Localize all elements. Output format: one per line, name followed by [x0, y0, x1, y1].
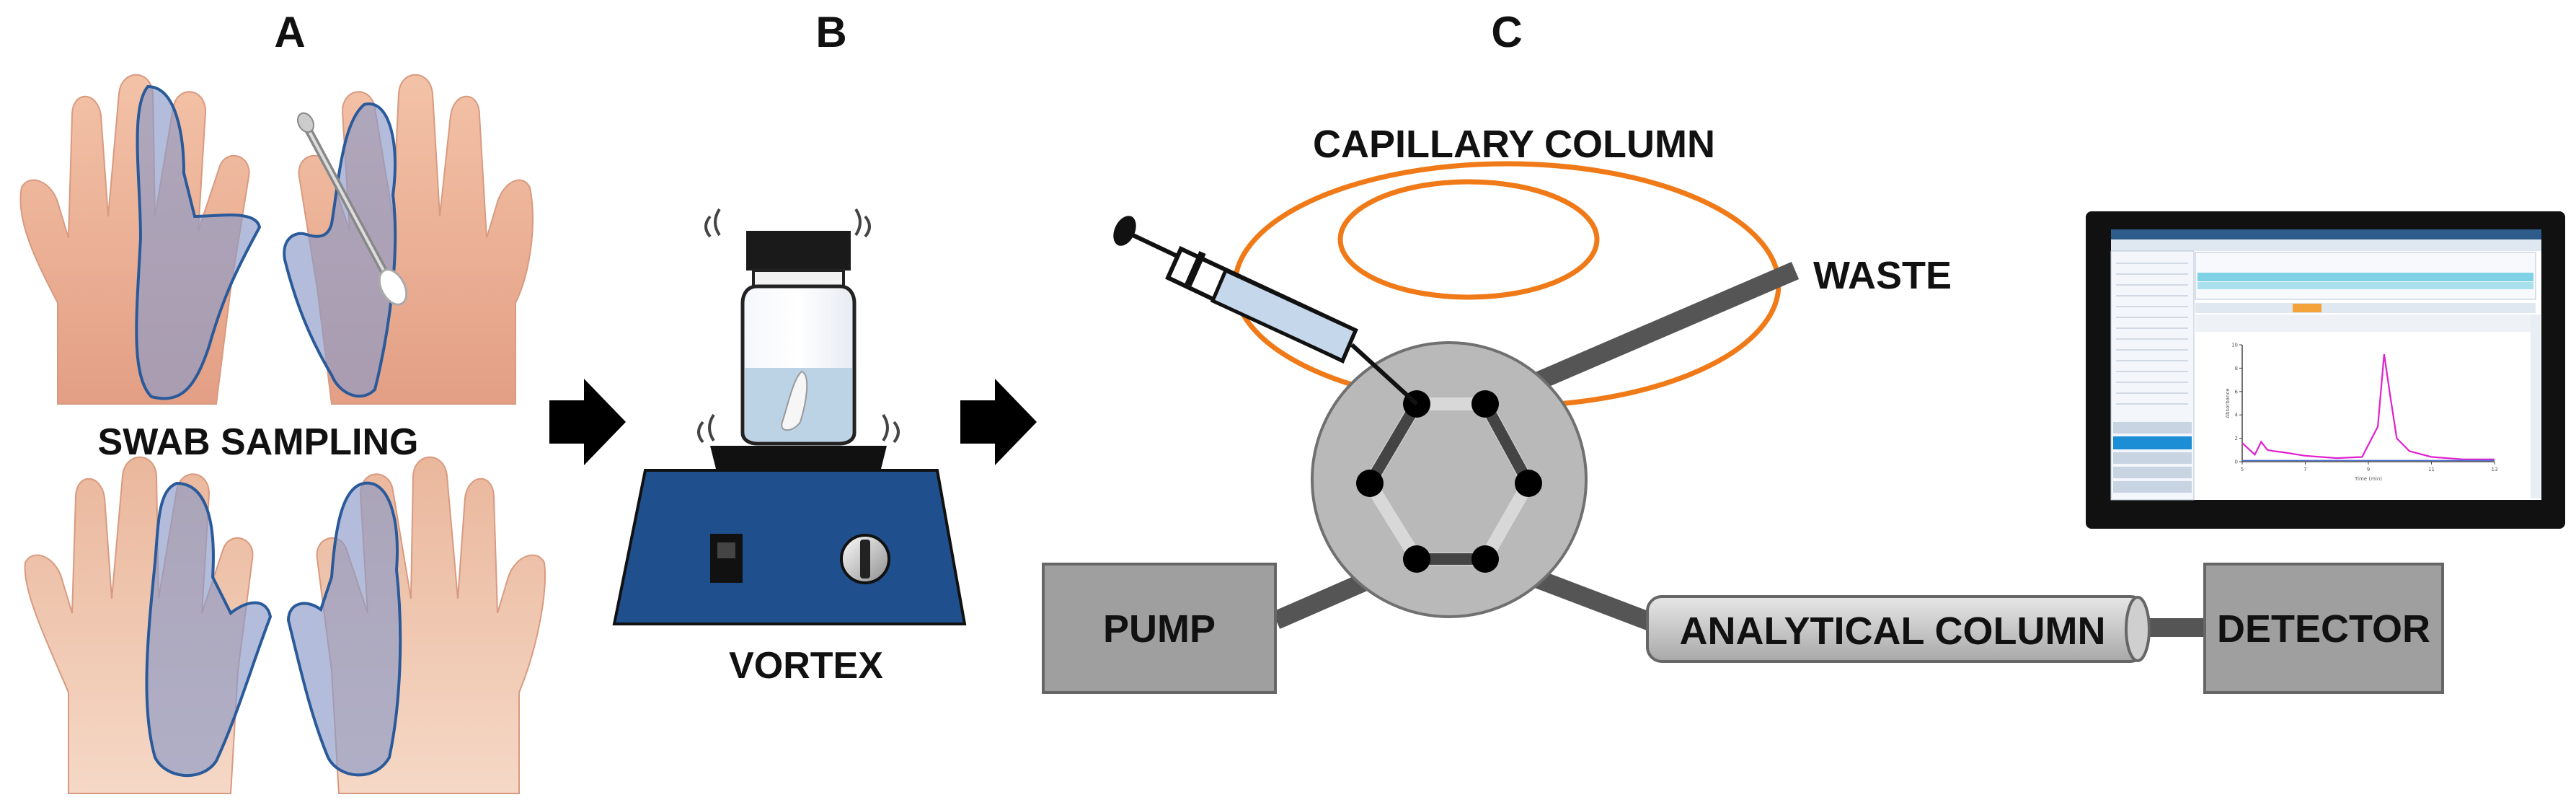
chart-y-tick-label: 6	[2235, 389, 2239, 395]
vibration-mark	[854, 208, 871, 238]
vortex-mixer	[612, 208, 967, 625]
pump-label: PUMP	[1103, 607, 1216, 651]
syringe	[1113, 216, 1419, 406]
valve-port	[1356, 470, 1384, 497]
vibration-mark	[882, 413, 900, 444]
chart-y-axis-label: Absorbance	[2225, 388, 2231, 418]
vortex-platform	[710, 446, 887, 469]
vortex-base	[612, 469, 967, 625]
panel-letter-a: A	[274, 8, 305, 56]
pump-box	[1042, 563, 1277, 694]
swab-area-bottom-right	[286, 481, 402, 777]
hand-bottom-left	[24, 456, 273, 794]
hand-top-right	[283, 74, 534, 405]
chart-x-tick-label: 11	[2428, 467, 2435, 472]
valve-port	[1403, 545, 1430, 573]
capillary-column-label: CAPILLARY COLUMN	[1313, 123, 1715, 166]
arrow-a-to-b	[549, 379, 626, 465]
chart-y-tick-label: 2	[2235, 436, 2238, 441]
swab-sampling-caption: SWAB SAMPLING	[98, 421, 419, 463]
chart-y-tick-label: 0	[2235, 459, 2238, 465]
analytical-column-label: ANALYTICAL COLUMN	[1680, 610, 2106, 653]
panel-letter-b: B	[815, 8, 846, 56]
capillary-column-loop-inner	[1337, 179, 1600, 300]
swab-area-bottom-left	[145, 481, 273, 778]
vibration-mark	[704, 208, 721, 238]
hand-top-left	[11, 74, 270, 411]
chart-x-tick-label: 5	[2241, 467, 2244, 472]
bottle-cap	[746, 231, 851, 270]
swab-tip-in-bottle	[781, 370, 808, 431]
chart-y-tick-label: 10	[2231, 343, 2238, 348]
panel-letter-c: C	[1491, 8, 1522, 56]
chart-x-tick-label: 9	[2367, 467, 2370, 472]
chart-y-tick-label: 8	[2235, 366, 2238, 371]
swab-stick	[296, 112, 408, 306]
hand-bottom-right	[286, 456, 546, 794]
detector-label: DETECTOR	[2217, 607, 2430, 651]
swab-area-top-right	[283, 102, 397, 398]
valve-port	[1471, 545, 1499, 573]
vibration-mark	[697, 413, 715, 444]
chart-y-tick-label: 4	[2235, 413, 2239, 418]
valve-port	[1515, 470, 1542, 497]
vortex-caption: VORTEX	[729, 645, 883, 687]
valve-ports	[1356, 390, 1542, 573]
chart-series-line	[2241, 353, 2495, 460]
arrow-b-to-c	[960, 379, 1037, 465]
chart-x-tick-label: 13	[2492, 467, 2498, 472]
chart-x-tick-label: 7	[2303, 467, 2306, 472]
swab-area-top-left	[135, 84, 262, 400]
waste-label: WASTE	[1813, 254, 1952, 297]
chart-x-axis-label: Time (min)	[2354, 476, 2382, 482]
valve-port	[1471, 390, 1499, 418]
six-port-valve	[1311, 341, 1588, 618]
detector-box	[2203, 563, 2444, 694]
